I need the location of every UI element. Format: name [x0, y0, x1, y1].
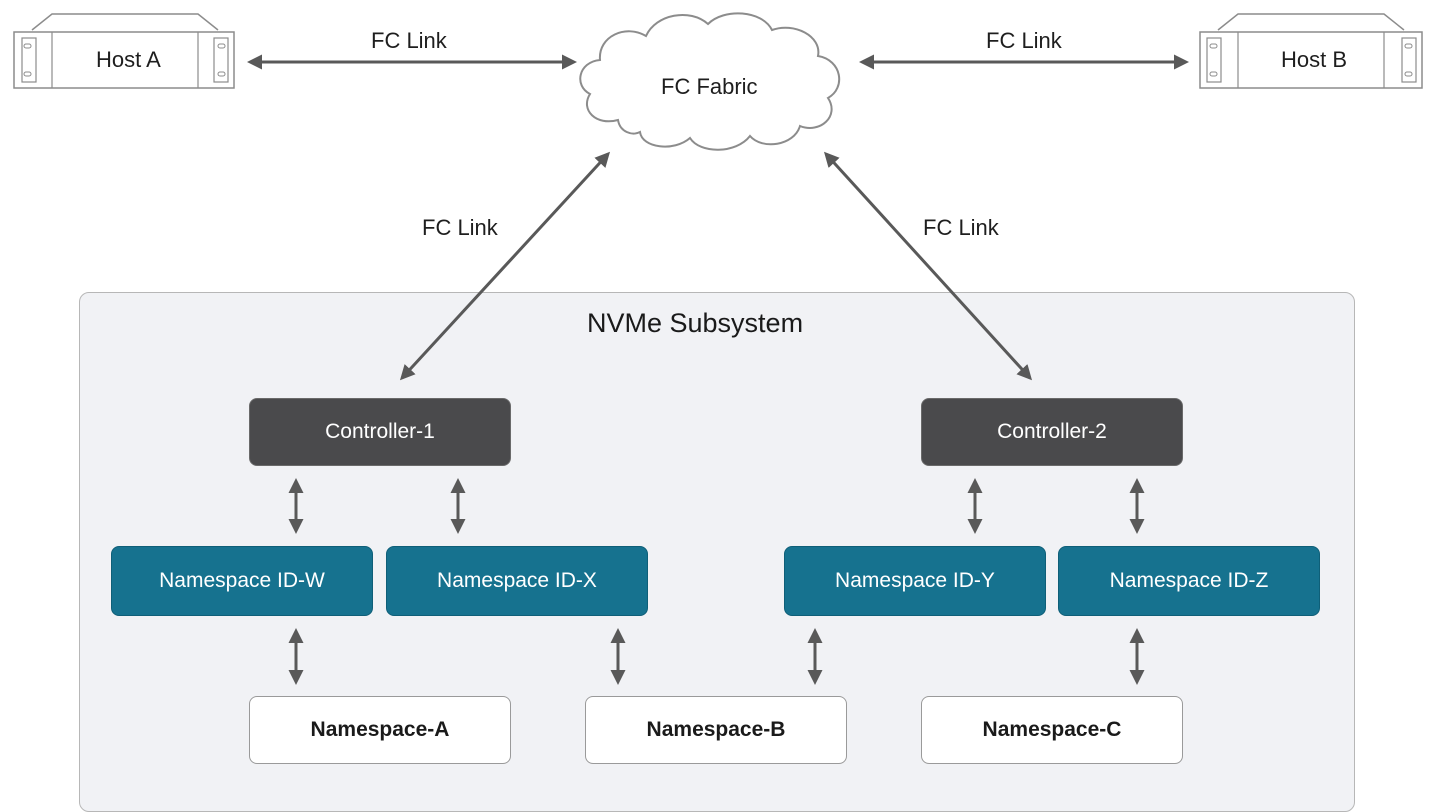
namespace-id-y-box: Namespace ID-Y: [784, 546, 1046, 616]
nvme-subsystem-title: NVMe Subsystem: [587, 308, 804, 338]
fc-link-controller-2-arrow: [823, 151, 1033, 381]
fc-fabric-label: FC Fabric: [661, 74, 758, 99]
host-b-label: Host B: [1281, 47, 1348, 72]
fc-link-controller-2-label: FC Link: [923, 215, 999, 240]
namespace-a-label: Namespace-A: [310, 718, 450, 741]
namespace-id-w-label: Namespace ID-W: [159, 569, 325, 592]
host-a-server-icon: [13, 13, 235, 89]
nvme-fc-diagram: Host A Host B FC Fabric FC Link FC Link …: [13, 12, 1423, 812]
diagram-graphics: [13, 12, 1423, 685]
namespace-b-box: Namespace-B: [585, 696, 847, 764]
namespace-c-box: Namespace-C: [921, 696, 1183, 764]
fc-link-controller-1-label: FC Link: [422, 215, 498, 240]
namespace-id-w-box: Namespace ID-W: [111, 546, 373, 616]
namespace-id-y-label: Namespace ID-Y: [835, 569, 995, 592]
namespace-id-x-box: Namespace ID-X: [386, 546, 648, 616]
namespace-id-x-label: Namespace ID-X: [437, 569, 597, 592]
host-b-server-icon: [1199, 13, 1423, 89]
namespace-id-z-box: Namespace ID-Z: [1058, 546, 1320, 616]
controller-1-box: Controller-1: [249, 398, 511, 466]
fc-link-host-a-label: FC Link: [371, 28, 447, 53]
fc-link-controller-1-arrow: [399, 151, 611, 381]
host-a-label: Host A: [96, 47, 161, 72]
namespace-c-label: Namespace-C: [982, 718, 1122, 741]
namespace-a-box: Namespace-A: [249, 696, 511, 764]
namespace-b-label: Namespace-B: [646, 718, 786, 741]
controller-2-box: Controller-2: [921, 398, 1183, 466]
controller-2-label: Controller-2: [997, 420, 1107, 443]
controller-1-label: Controller-1: [325, 420, 435, 443]
namespace-id-z-label: Namespace ID-Z: [1109, 569, 1269, 592]
fc-fabric-cloud-icon: [579, 12, 841, 151]
fc-link-host-b-label: FC Link: [986, 28, 1062, 53]
